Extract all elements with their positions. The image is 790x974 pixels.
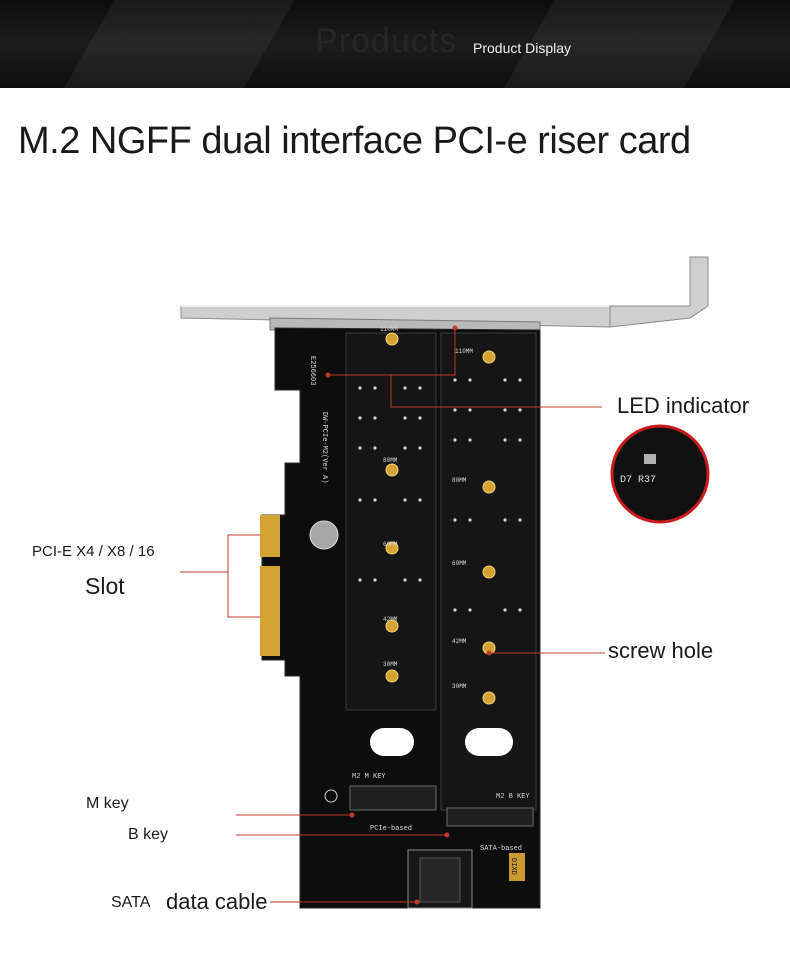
m-slot-size-60: 60MM bbox=[383, 541, 398, 548]
b-slot-size-80: 80MM bbox=[452, 477, 467, 484]
m-key-label: M key bbox=[86, 795, 129, 812]
header-banner: Products Product Display bbox=[0, 0, 790, 88]
pcie-slot-label: PCI-E X4 / X8 / 16 bbox=[32, 543, 155, 560]
m-slot-size-30: 30MM bbox=[383, 661, 398, 668]
banner-ghost-text: Products bbox=[315, 22, 458, 60]
pcie-based-label: PCIe-based bbox=[370, 825, 412, 833]
board-model-text: DW-PCIe-M2(Ver A) bbox=[320, 412, 328, 483]
screw-hole-label: screw hole bbox=[608, 638, 714, 663]
b-slot-size-110: 110MM bbox=[455, 348, 473, 355]
circuit-board bbox=[260, 327, 541, 909]
page-title: M.2 NGFF dual interface PCI-e riser card bbox=[18, 120, 691, 162]
callout-lines bbox=[180, 328, 605, 903]
sata-based-label: SATA-based bbox=[480, 845, 522, 853]
banner-label: Product Display bbox=[473, 40, 572, 56]
sata-label: SATA bbox=[111, 894, 151, 911]
m-slot-size-110: 110MM bbox=[380, 326, 398, 333]
b-slot-size-42: 42MM bbox=[452, 638, 467, 645]
m-slot-size-42: 42MM bbox=[383, 616, 398, 623]
metal-bracket bbox=[180, 256, 709, 333]
brand-chip-text: DIXD bbox=[509, 858, 517, 875]
slot-label: Slot bbox=[85, 573, 125, 599]
m-key-board-label: M2 M KEY bbox=[352, 773, 386, 781]
b-key-label: B key bbox=[128, 826, 169, 843]
board-code-text: E256603 bbox=[308, 356, 316, 385]
b-slot-size-60: 60MM bbox=[452, 560, 467, 567]
led-indicator-label: LED indicator bbox=[617, 393, 750, 418]
b-key-board-label: M2 B KEY bbox=[496, 793, 530, 801]
m-slot-size-80: 80MM bbox=[383, 457, 398, 464]
data-cable-label: data cable bbox=[166, 889, 268, 914]
b-slot-size-30: 30MM bbox=[452, 683, 467, 690]
led-zoom-inset: D7 R37 bbox=[610, 424, 710, 524]
led-zoom-text: D7 R37 bbox=[620, 475, 656, 486]
